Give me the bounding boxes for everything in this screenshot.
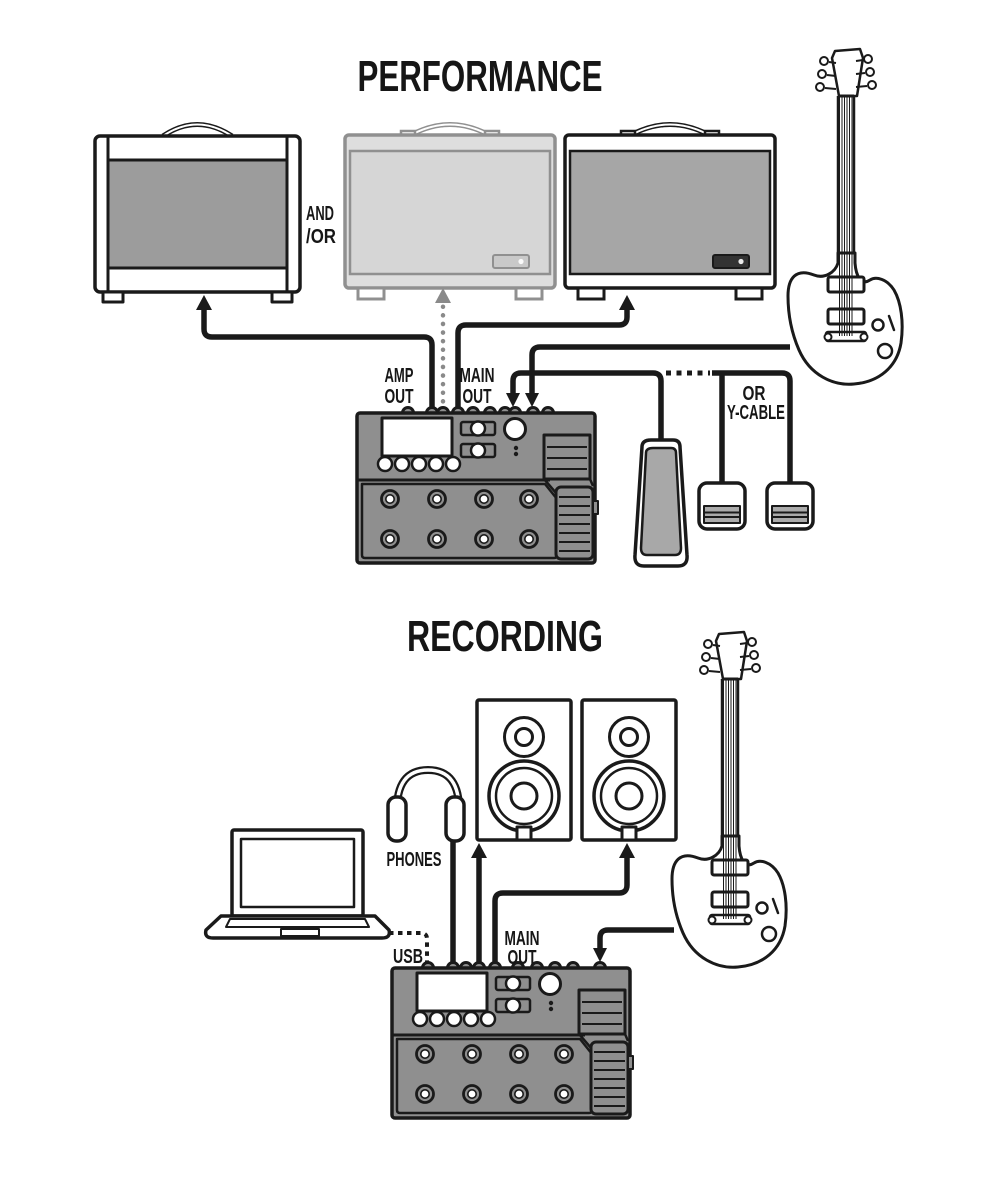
- usb-cable: [389, 931, 429, 962]
- performance-title: PERFORMANCE: [358, 52, 603, 101]
- amp-out-cable: [201, 310, 435, 415]
- amp-foot: [101, 290, 125, 304]
- svg-text:/OR: /OR: [306, 226, 336, 248]
- main-out-label-recording: MAIN: [505, 928, 540, 950]
- performance-section: PERFORMANCE: [93, 47, 904, 568]
- guitar-amp-3: [563, 122, 777, 301]
- guitar-input-arrow: [525, 393, 539, 407]
- footswitch-1: [697, 481, 747, 531]
- phones-label: PHONES: [387, 849, 442, 871]
- guitar-cable: [529, 344, 790, 393]
- monitor-right-arrow: [619, 843, 635, 858]
- headphones-earcup: [444, 795, 466, 843]
- headphones: [386, 765, 466, 843]
- svg-text:OUT: OUT: [508, 947, 537, 969]
- recording-title: RECORDING: [407, 612, 603, 661]
- laptop-trackpad: [280, 928, 320, 937]
- performance-labels: AND /OR AMP OUT MAIN OUT OR Y-CABLE: [306, 203, 785, 424]
- amp-out-label: AMP: [385, 365, 414, 387]
- expression-pedal: [633, 438, 689, 568]
- laptop: [203, 828, 392, 940]
- studio-monitor-left: [475, 698, 573, 842]
- y-cable-label: OR: [743, 383, 766, 405]
- monitor-left-arrow: [471, 843, 487, 858]
- main-out-arrow: [619, 295, 635, 310]
- electric-guitar-performance: [786, 47, 904, 386]
- recording-section: RECORDING: [203, 612, 788, 1120]
- main-out-cable: [455, 310, 630, 415]
- usb-label: USB: [393, 946, 423, 968]
- expression-pedal-cable: [510, 370, 664, 442]
- svg-text:Y-CABLE: Y-CABLE: [727, 402, 785, 424]
- guitar-amp-2-optional: [343, 122, 557, 301]
- and-or-label: AND: [306, 203, 334, 225]
- footswitch-y-cable: [712, 370, 793, 486]
- svg-text:OUT: OUT: [463, 386, 492, 408]
- monitor-right-cable: [492, 857, 630, 966]
- amp-foot: [270, 290, 294, 304]
- studio-monitor-right: [580, 698, 678, 842]
- guitar-cable-recording: [597, 927, 674, 948]
- guitar-amp-1: [93, 122, 302, 304]
- svg-text:OUT: OUT: [385, 386, 414, 408]
- optional-amp-arrow: [435, 288, 451, 303]
- recording-labels: PHONES USB MAIN OUT: [387, 849, 540, 969]
- headphones-earcup: [386, 795, 408, 843]
- multi-effects-processor-recording: [390, 961, 635, 1120]
- laptop-keyboard: [225, 918, 370, 928]
- footswitch-2: [765, 481, 815, 531]
- amp-out-arrow: [196, 295, 212, 310]
- multi-effects-processor-performance: [355, 406, 600, 565]
- electric-guitar-recording: [670, 630, 788, 969]
- expression-input-arrow: [506, 393, 520, 407]
- expression-pedal-treadle: [639, 446, 683, 557]
- amp-grille: [106, 158, 289, 270]
- main-out-label: MAIN: [460, 365, 495, 387]
- guitar-input-arrow-recording: [593, 948, 607, 962]
